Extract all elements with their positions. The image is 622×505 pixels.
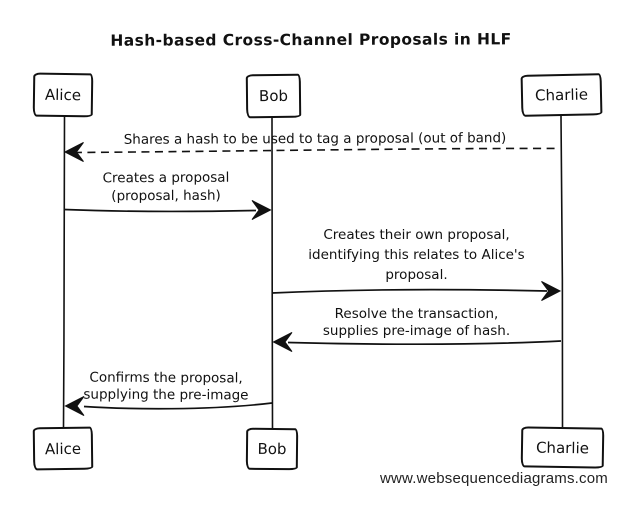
message-3-line-1: Creates their own proposal,	[323, 227, 510, 243]
message-label-2: Creates a proposal (proposal, hash)	[64, 168, 268, 205]
message-5-line-1: Confirms the proposal,	[89, 369, 243, 387]
message-3-line-2: identifying this relates to Alice's	[308, 247, 525, 263]
message-2-line-1: Creates a proposal	[102, 169, 230, 187]
message-label-1: Shares a hash to be used to tag a propos…	[70, 130, 560, 149]
lifeline-bob	[271, 117, 274, 429]
actor-label-alice-top: Alice	[44, 85, 82, 105]
message-1-line-1: Shares a hash to be used to tag a propos…	[123, 130, 507, 148]
message-label-4: Resolve the transaction, supplies pre-im…	[274, 306, 559, 340]
arrowhead-message-2	[251, 200, 272, 220]
watermark-text: www.websequencediagrams.com	[379, 470, 608, 487]
lifeline-charlie	[560, 115, 564, 428]
arrowhead-message-4	[272, 332, 293, 352]
message-line-4	[287, 340, 562, 346]
message-3-line-3: proposal.	[385, 267, 448, 283]
message-5-line-2: supplying the pre-image	[83, 386, 249, 404]
message-label-3: Creates their own proposal, identifying …	[274, 225, 559, 285]
lifeline-alice	[62, 116, 66, 428]
arrowhead-message-5	[64, 396, 85, 416]
actor-label-alice-bottom: Alice	[44, 439, 82, 458]
actor-label-charlie-top: Charlie	[534, 85, 589, 105]
arrowhead-message-3	[541, 281, 562, 301]
message-4-line-1: Resolve the transaction,	[334, 306, 499, 322]
actor-label-bob-bottom: Bob	[257, 439, 287, 459]
message-2-line-2: (proposal, hash)	[111, 187, 221, 205]
message-line-3	[271, 288, 548, 294]
actor-box-alice-top: Alice	[32, 72, 94, 118]
actor-label-bob-top: Bob	[258, 86, 289, 106]
message-line-5	[83, 402, 273, 410]
message-line-1	[73, 147, 560, 154]
actor-box-charlie-bottom: Charlie	[520, 426, 605, 469]
actor-box-bob-bottom: Bob	[245, 427, 299, 471]
message-4-line-2: supplies pre-image of hash.	[322, 323, 511, 339]
message-line-2	[63, 208, 257, 213]
message-label-5: Confirms the proposal, supplying the pre…	[64, 369, 268, 404]
actor-box-alice-bottom: Alice	[32, 426, 94, 471]
actor-label-charlie-bottom: Charlie	[535, 438, 590, 457]
arrowhead-message-1	[63, 142, 84, 162]
actor-box-bob-top: Bob	[245, 73, 302, 119]
actor-box-charlie-top: Charlie	[520, 73, 603, 117]
